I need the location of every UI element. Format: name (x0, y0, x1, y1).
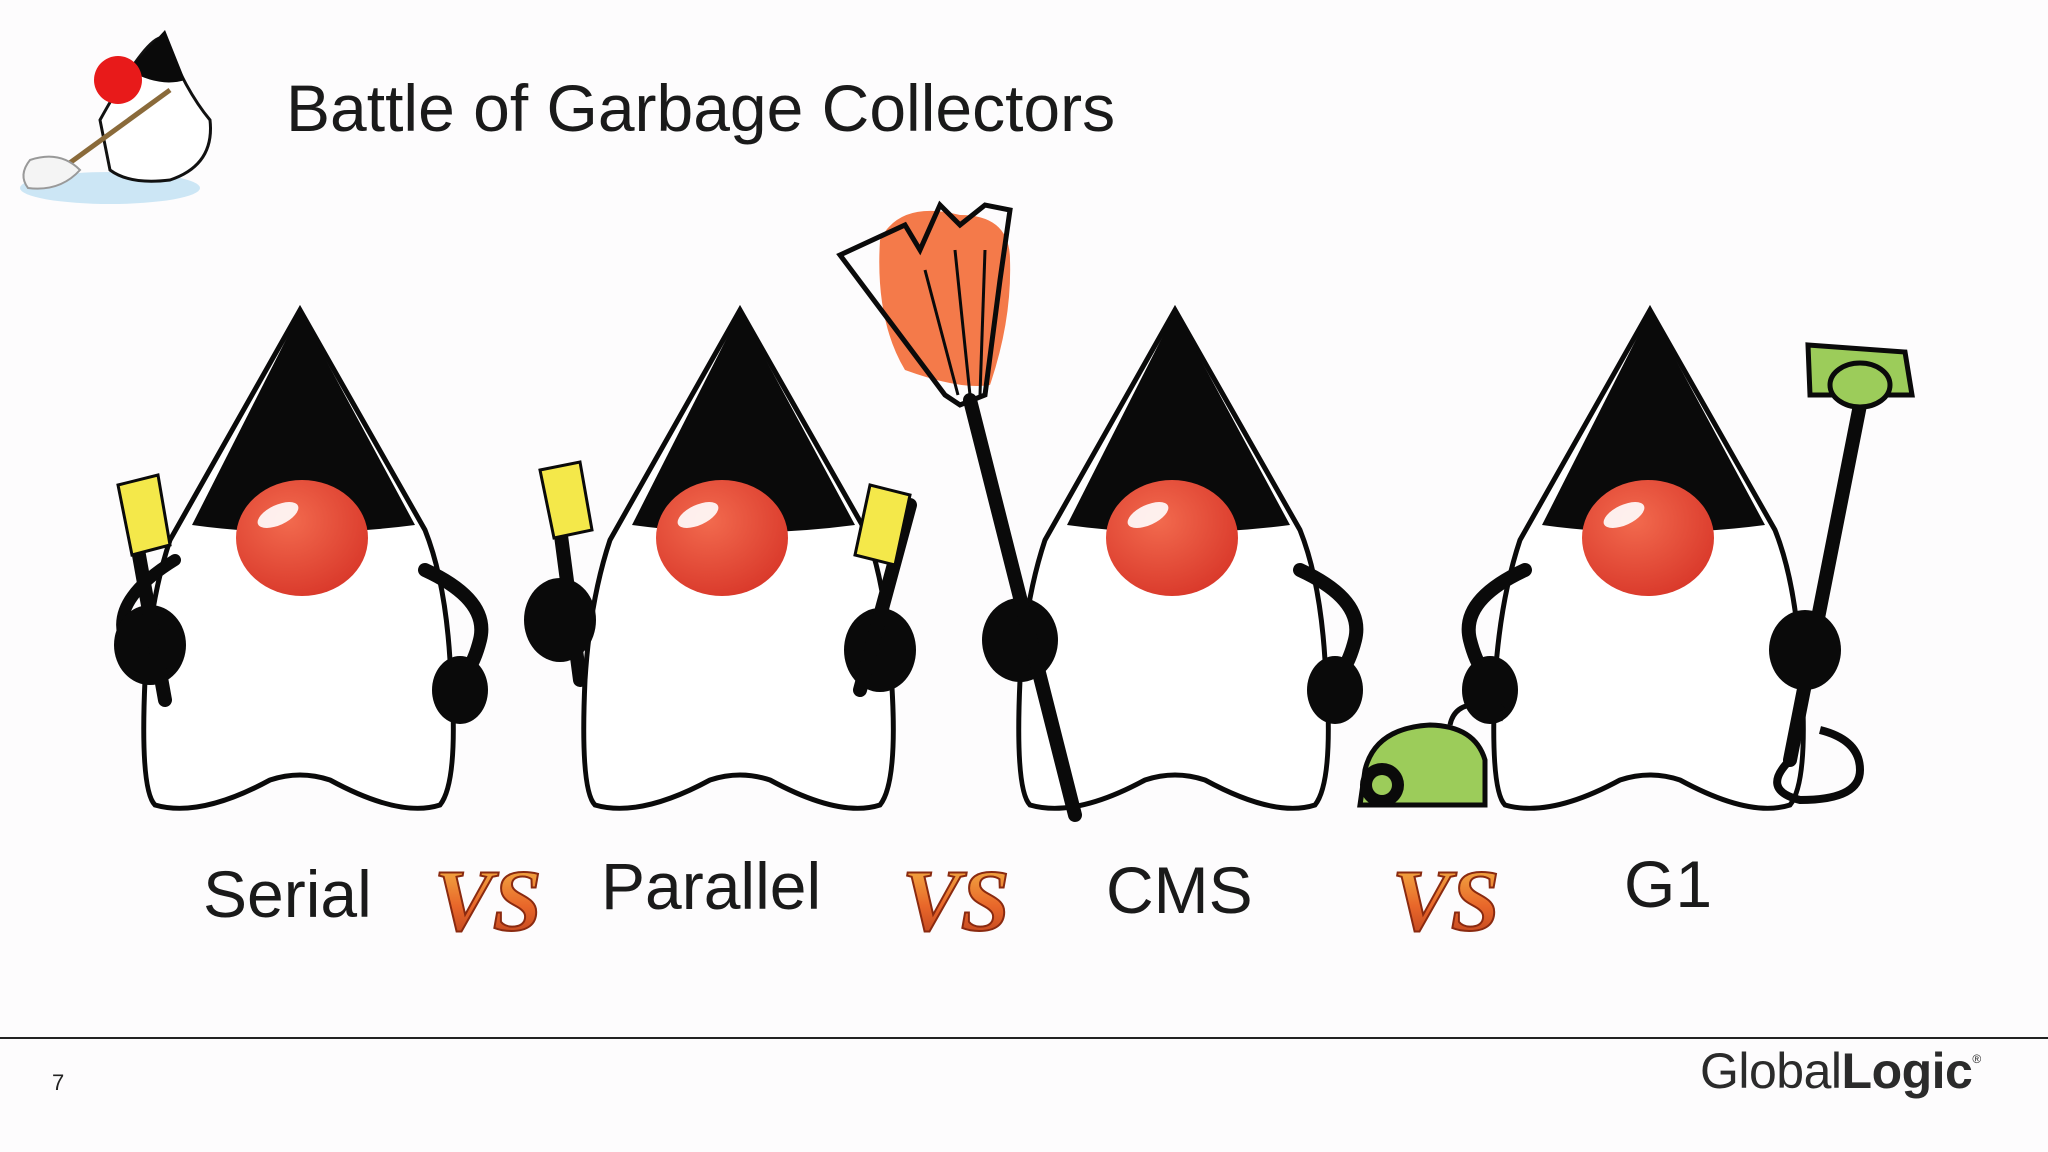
label-cms: CMS (1106, 853, 1253, 927)
duke-parallel (524, 304, 916, 811)
vacuum-cleaner-icon (1357, 342, 1915, 808)
toothbrush-icon (116, 473, 172, 707)
duke-serial (114, 304, 489, 811)
versus-text: VS (1392, 853, 1500, 950)
label-parallel: Parallel (601, 849, 822, 923)
duke-mop-logo (20, 30, 212, 204)
label-g1: G1 (1624, 847, 1713, 921)
globallogic-logo: GlobalLogic® (1700, 1042, 1981, 1100)
versus-badge-icon: VS (433, 852, 543, 951)
brand-part-1: Global (1700, 1043, 1842, 1099)
registered-mark: ® (1972, 1052, 1981, 1066)
broom-icon (836, 200, 1082, 822)
versus-text: VS (434, 853, 542, 950)
duke-g1 (1461, 304, 1841, 811)
brand-part-2: Logic (1841, 1043, 1973, 1099)
versus-badge-icon: VS (901, 852, 1011, 951)
duke-cms (982, 304, 1364, 811)
two-toothbrushes-icon (538, 460, 917, 697)
footer-divider (0, 1037, 2048, 1039)
versus-badge-icon: VS (1391, 852, 1501, 951)
label-serial: Serial (203, 857, 372, 931)
slide-title: Battle of Garbage Collectors (286, 71, 1116, 145)
versus-text: VS (902, 853, 1010, 950)
page-number: 7 (52, 1070, 65, 1095)
